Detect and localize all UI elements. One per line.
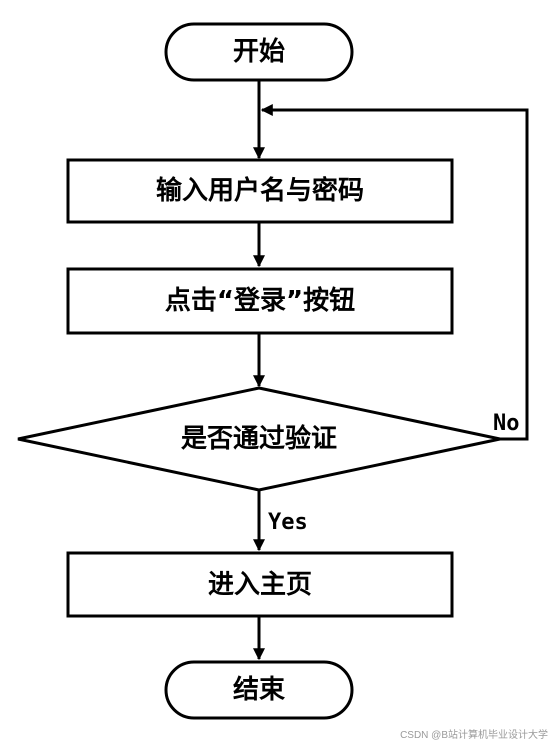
verification-decision-label: 是否通过验证	[181, 423, 337, 454]
watermark-text: CSDN @B站计算机毕业设计大学	[400, 728, 548, 741]
click-login-node: 点击“登录”按钮	[66, 267, 454, 335]
verification-decision-node: 是否通过验证	[17, 386, 501, 492]
start-node: 开始	[164, 22, 354, 82]
end-node: 结束	[164, 660, 354, 720]
no-edge-label: No	[493, 411, 520, 436]
enter-home-node: 进入主页	[66, 551, 454, 618]
edge-no-loop-back	[260, 104, 529, 441]
start-node-label: 开始	[233, 37, 285, 67]
input-credentials-label: 输入用户名与密码	[156, 175, 364, 206]
yes-edge-label: Yes	[268, 510, 308, 535]
end-node-label: 结束	[233, 674, 286, 705]
enter-home-label: 进入主页	[208, 570, 312, 600]
input-credentials-node: 输入用户名与密码	[66, 158, 454, 224]
click-login-label: 点击“登录”按钮	[165, 285, 355, 316]
